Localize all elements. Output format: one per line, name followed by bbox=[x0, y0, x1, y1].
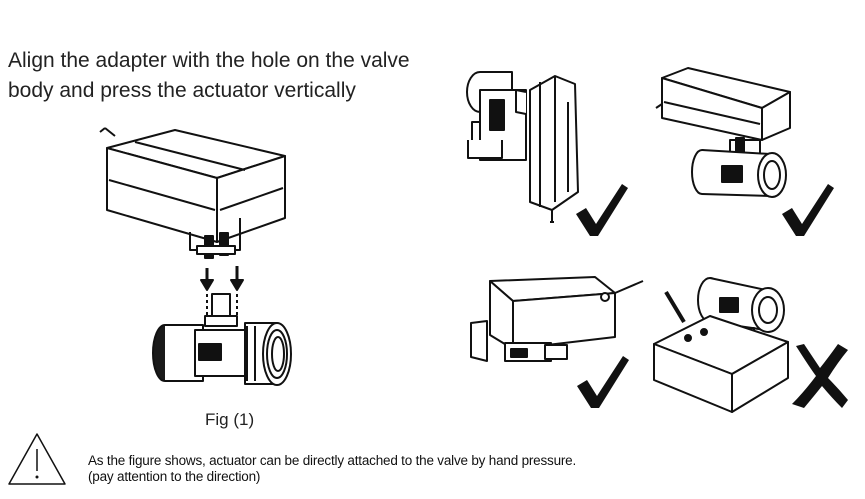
main-assembly-figure bbox=[99, 127, 292, 386]
example-bottom-left bbox=[470, 276, 644, 362]
check-icon bbox=[782, 184, 834, 236]
cross-icon bbox=[792, 344, 848, 408]
check-icon bbox=[577, 356, 629, 408]
warning-line-1: As the figure shows, actuator can be dir… bbox=[88, 453, 577, 468]
example-top-left bbox=[466, 71, 579, 223]
actuator-body bbox=[99, 127, 286, 259]
instruction-line-2: body and press the actuator vertically bbox=[8, 79, 356, 102]
warning-line-2: (pay attention to the direction) bbox=[88, 469, 261, 484]
check-icon bbox=[576, 184, 628, 236]
example-bottom-right bbox=[653, 277, 789, 413]
figure-caption: Fig (1) bbox=[205, 410, 255, 429]
instruction-line-1: Align the adapter with the hole on the v… bbox=[8, 49, 410, 72]
warning-triangle-icon bbox=[8, 433, 66, 485]
instruction-text: Align the adapter with the hole on the v… bbox=[8, 46, 428, 106]
valve-body bbox=[152, 293, 292, 386]
warning-text: As the figure shows, actuator can be dir… bbox=[88, 453, 576, 485]
example-top-right bbox=[655, 67, 791, 198]
